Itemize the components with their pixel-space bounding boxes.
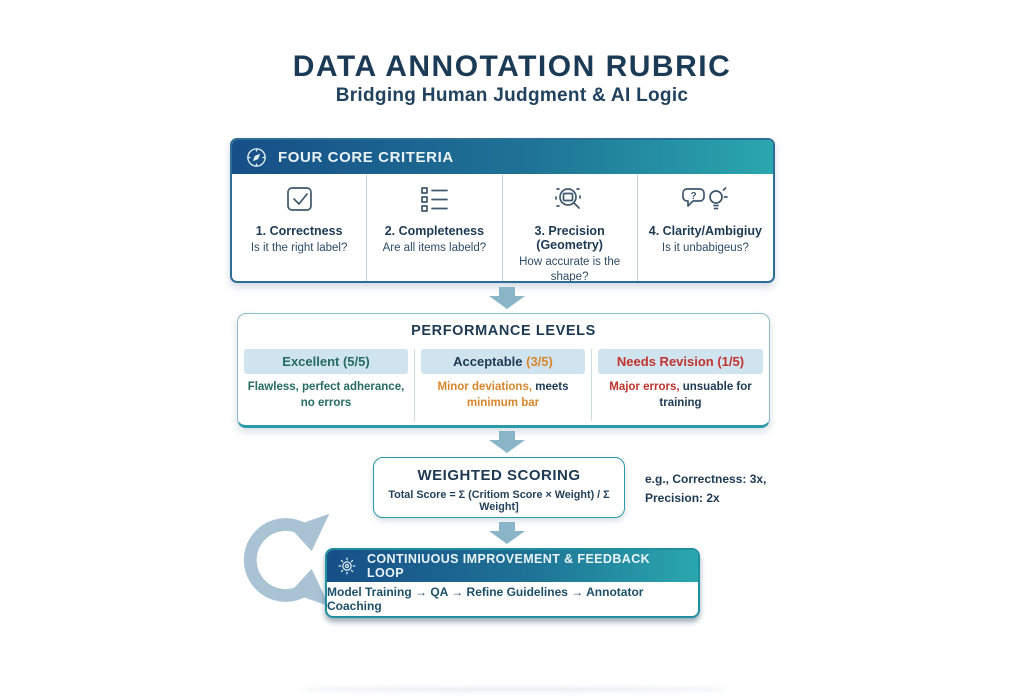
level-name-text: Excellent (5/5) [282,354,370,369]
criterion-title: 2. Completeness [384,224,485,238]
criterion-title: 3. Precision (Geometry) [534,224,605,252]
down-arrow-icon [489,287,525,309]
svg-text:?: ? [691,191,697,202]
level-score-text: (3/5) [526,354,553,369]
page-title: DATA ANNOTATION RUBRIC [292,50,732,83]
criterion-precision: 3. Precision (Geometry) How accurate is … [503,174,638,283]
criterion-clarity: ? 4. Clarity/Ambigiuy Is it unbabigeus? [638,174,773,281]
criterion-correctness: 1. Correctness Is it the right label? [232,174,368,281]
criterion-desc: How accurate is the shape? [519,256,621,283]
performance-box: PERFORMANCE LEVELS Excellent (5/5) Flawl… [237,313,770,428]
down-arrow-icon [489,431,525,453]
checkbox-icon [232,184,366,220]
criterion-title: 1. Correctness [255,224,343,238]
page-subtitle: Bridging Human Judgment & AI Logic [335,85,689,106]
level-desc-text: Flawless, perfect adherance, no errors [247,381,405,409]
level-desc-text: minimum bar [466,396,540,409]
checklist-icon [367,184,501,220]
level-needs-revision: Needs Revision (1/5) Major errors, unsua… [592,349,769,421]
level-name: Needs Revision (1/5) [598,349,763,374]
feedback-header: CONTINIUOUS IMPROVEMENT & FEEDBACK LOOP [327,550,698,582]
level-name-text: Needs Revision (1/5) [616,354,745,369]
level-desc-text: Minor deviations, [437,381,533,393]
scoring-note-line2: Precision: 2x [645,490,720,505]
cycle-arrows-icon [243,513,330,607]
level-name: Excellent (5/5) [244,349,408,374]
criterion-completeness: 2. Completeness Are all items labeld? [367,174,503,281]
performance-columns: Excellent (5/5) Flawless, perfect adhera… [238,349,769,421]
criterion-desc: Are all items labeld? [382,242,487,254]
level-desc: Minor deviations, meets minimum bar [421,374,585,411]
level-name-text: Acceptable [453,354,527,369]
level-name: Acceptable (3/5) [421,349,585,374]
scoring-title: WEIGHTED SCORING [417,467,581,484]
scoring-example-note: e.g., Correctness: 3x, Precision: 2x [645,470,785,507]
compass-icon [245,146,268,169]
down-arrow-icon [489,522,525,544]
criteria-header: FOUR CORE CRITERIA [232,140,773,174]
criterion-title: 4. Clarity/Ambigiuy [648,224,762,238]
scoring-note-line1: e.g., Correctness: 3x, [645,472,767,486]
feedback-box: CONTINIUOUS IMPROVEMENT & FEEDBACK LOOP … [325,548,700,618]
level-desc: Major errors, unsuable for training [598,374,763,411]
level-desc: Flawless, perfect adherance, no errors [244,374,408,411]
question-bulb-icon: ? [638,184,773,220]
magnifier-icon [503,184,637,220]
feedback-header-label: CONTINIUOUS IMPROVEMENT & FEEDBACK LOOP [367,552,651,580]
level-acceptable: Acceptable (3/5) Minor deviations, meets… [415,349,592,421]
criteria-header-label: FOUR CORE CRITERIA [278,148,454,166]
scoring-box: WEIGHTED SCORING Total Score = Σ (Critio… [373,457,625,518]
criteria-columns: 1. Correctness Is it the right label? 2.… [232,174,773,283]
level-desc-text: Major errors, [609,381,680,393]
criterion-desc: Is it unbabigeus? [661,242,749,254]
criteria-box: FOUR CORE CRITERIA 1. Correctness Is it … [230,138,775,283]
level-desc-text: unsuable for training [659,381,752,409]
level-desc-text: meets [532,381,569,393]
bottom-shadow [300,687,730,692]
feedback-flow-text: Model Training → QA → Refine Guidelines … [327,585,644,613]
criterion-desc: Is it the right label? [250,242,348,254]
scoring-formula: Total Score = Σ (Critiom Score × Weight)… [388,489,610,513]
gear-icon [337,556,357,576]
level-excellent: Excellent (5/5) Flawless, perfect adhera… [238,349,415,421]
performance-title: PERFORMANCE LEVELS [411,323,596,339]
